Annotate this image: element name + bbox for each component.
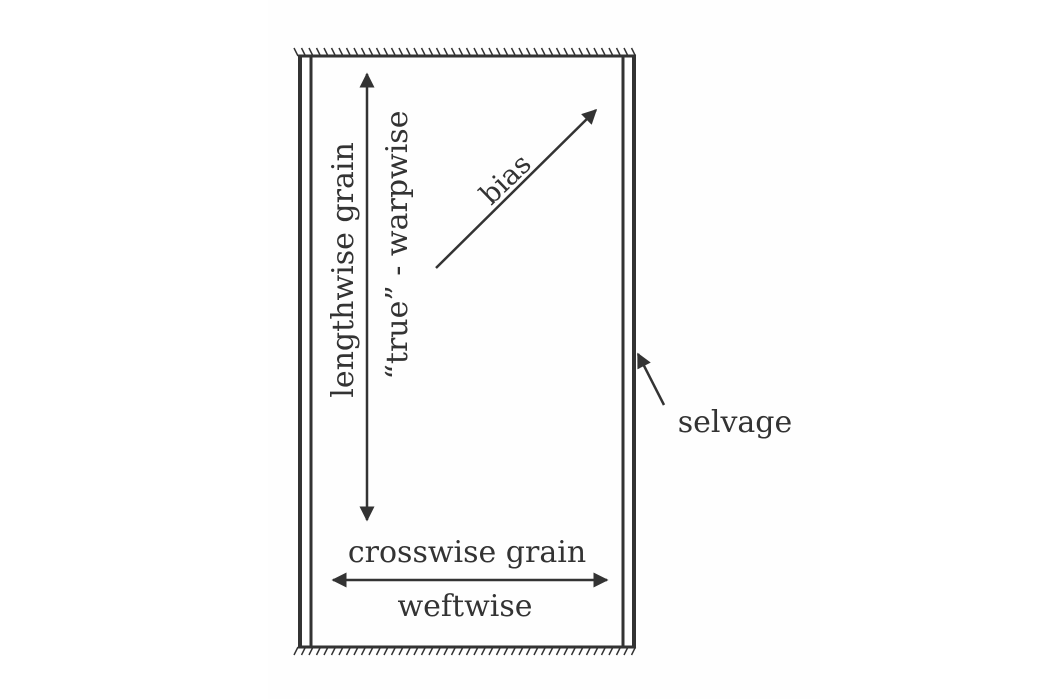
hatch-mark — [293, 47, 299, 57]
bias-label: bias — [473, 147, 538, 211]
bias-arrow — [435, 108, 598, 269]
fabric-outline — [298, 54, 636, 649]
warpwise-label: “true” - warpwise — [380, 111, 415, 380]
crosswise-grain-label: crosswise grain — [348, 535, 586, 570]
lengthwise-grain-label: lengthwise grain — [326, 142, 361, 398]
selvage-label: selvage — [678, 405, 793, 440]
selvage-pointer-arrow — [636, 352, 666, 406]
weftwise-label: weftwise — [397, 589, 532, 624]
hatch-mark — [293, 646, 299, 656]
